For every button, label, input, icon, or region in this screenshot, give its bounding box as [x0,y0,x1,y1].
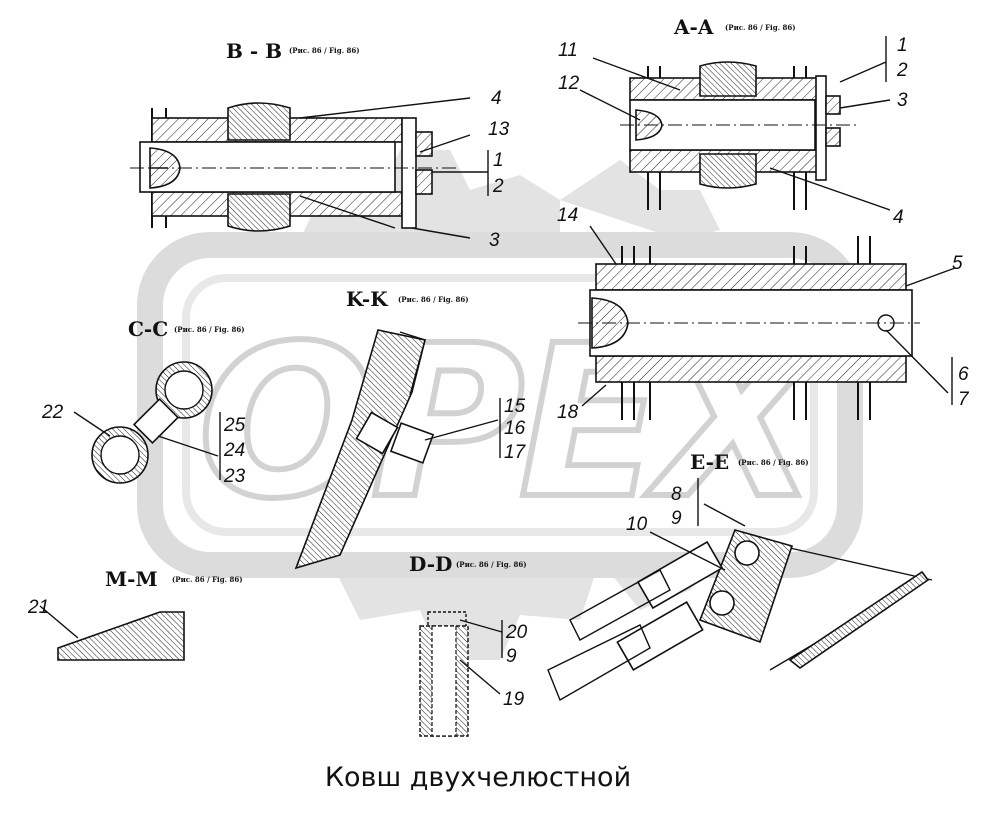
callout-9-dd: 9 [506,646,517,667]
callout-21: 21 [27,597,49,618]
callout-18: 18 [557,402,579,423]
section-kk-title: K-K [346,287,388,311]
section-bb-ref: (Рис. 86 / Fig. 86) [289,46,360,55]
section-ee-ref: (Рис. 86 / Fig. 86) [738,458,809,467]
section-ee: E-E (Рис. 86 / Fig. 86) [547,450,933,702]
callout-2-bb: 2 [492,176,504,197]
section-bb-title: B - B [226,39,282,63]
section-dd-title: D-D [409,552,452,576]
callout-22: 22 [41,402,64,423]
section-cc: C-C (Рис. 86 / Fig. 86) [73,317,245,484]
callout-12: 12 [558,73,580,94]
callout-25: 25 [223,415,246,436]
section-dd: D-D (Рис. 86 / Fig. 86) [409,552,527,737]
callout-17: 17 [504,442,527,463]
callout-3-bb: 3 [489,230,500,251]
section-cc-title: C-C [128,317,168,341]
section-kk-ref: (Рис. 86 / Fig. 86) [398,295,469,304]
section-ee-title: E-E [690,450,729,474]
section-pin-assembly [578,225,956,420]
callout-5: 5 [952,253,963,274]
callout-1-bb: 1 [493,150,504,171]
section-bb: B - B (Рис. 86 / Fig. 86) [130,39,489,239]
callout-13: 13 [488,119,510,140]
callout-8: 8 [671,484,682,505]
section-cc-ref: (Рис. 86 / Fig. 86) [174,325,245,334]
section-mm-title: M-M [105,567,158,591]
callout-1-aa: 1 [897,35,908,56]
watermark-logo: OPEX [137,150,863,660]
callout-9-ee: 9 [671,508,682,529]
callout-19: 19 [503,689,525,710]
callout-6: 6 [958,364,969,385]
callout-24: 24 [223,440,245,461]
callout-4-bb: 4 [491,88,502,109]
callout-14: 14 [557,205,578,226]
callout-16: 16 [504,418,526,439]
page-caption: Ковш двухчелюстной [325,762,631,793]
section-dd-ref: (Рис. 86 / Fig. 86) [456,560,527,569]
section-kk: K-K (Рис. 86 / Fig. 86) [294,287,501,570]
section-aa-ref: (Рис. 86 / Fig. 86) [725,23,796,32]
section-mm: M-M (Рис. 86 / Fig. 86) [39,567,243,661]
section-mm-ref: (Рис. 86 / Fig. 86) [172,575,243,584]
callout-3-aa: 3 [897,90,908,111]
section-aa: A-A (Рис. 86 / Fig. 86) [579,15,891,211]
callout-11: 11 [558,40,578,61]
section-aa-title: A-A [673,15,714,39]
callout-4-aa: 4 [893,207,904,228]
callout-7: 7 [958,389,970,410]
callout-15: 15 [504,396,526,417]
callout-20: 20 [505,622,528,643]
callout-10: 10 [626,514,648,535]
callout-23: 23 [223,466,246,487]
callout-2-aa: 2 [896,60,908,81]
